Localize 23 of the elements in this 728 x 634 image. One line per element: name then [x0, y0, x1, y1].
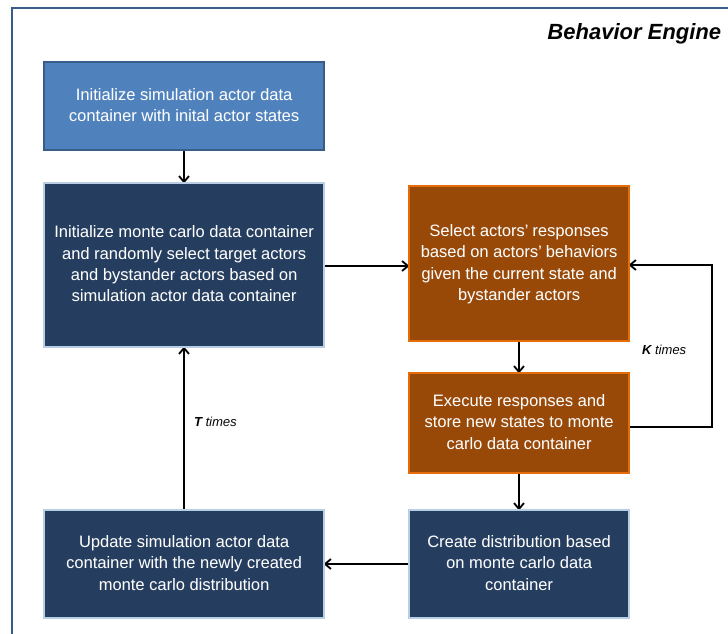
- step-text: Initialize monte carlo data container and randomly select target actors and bystander actors based on simulation actor data container: [53, 222, 315, 308]
- process-box: [408, 372, 630, 474]
- process-box: [43, 182, 325, 348]
- arrow: [513, 342, 525, 373]
- edge-label: T times: [194, 414, 237, 429]
- edge-label: K times: [642, 342, 686, 357]
- process-box: [43, 61, 325, 151]
- process-box: [43, 509, 325, 619]
- process-box: [408, 185, 630, 342]
- arrow: [513, 474, 525, 510]
- arrow: [178, 151, 190, 183]
- arrow: [325, 260, 409, 272]
- step-text: Select actors’ responses based on actors’ behaviors given the current state and bystander actors: [420, 220, 618, 306]
- panel-title: Behavior Engine: [547, 19, 721, 45]
- step-text: Initialize simulation actor data container with inital actor states: [68, 84, 300, 127]
- step-text: Update simulation actor data container with the newly created monte carlo distribution: [65, 532, 303, 596]
- frame-panel: [11, 7, 728, 634]
- step-text: Create distribution based on monte carlo data container: [426, 532, 612, 596]
- arrow: [324, 558, 408, 570]
- arrow: [629, 259, 713, 428]
- process-box: [408, 509, 630, 619]
- arrow: [178, 347, 190, 509]
- step-text: Execute responses and store new states to monte carlo data container: [424, 390, 614, 455]
